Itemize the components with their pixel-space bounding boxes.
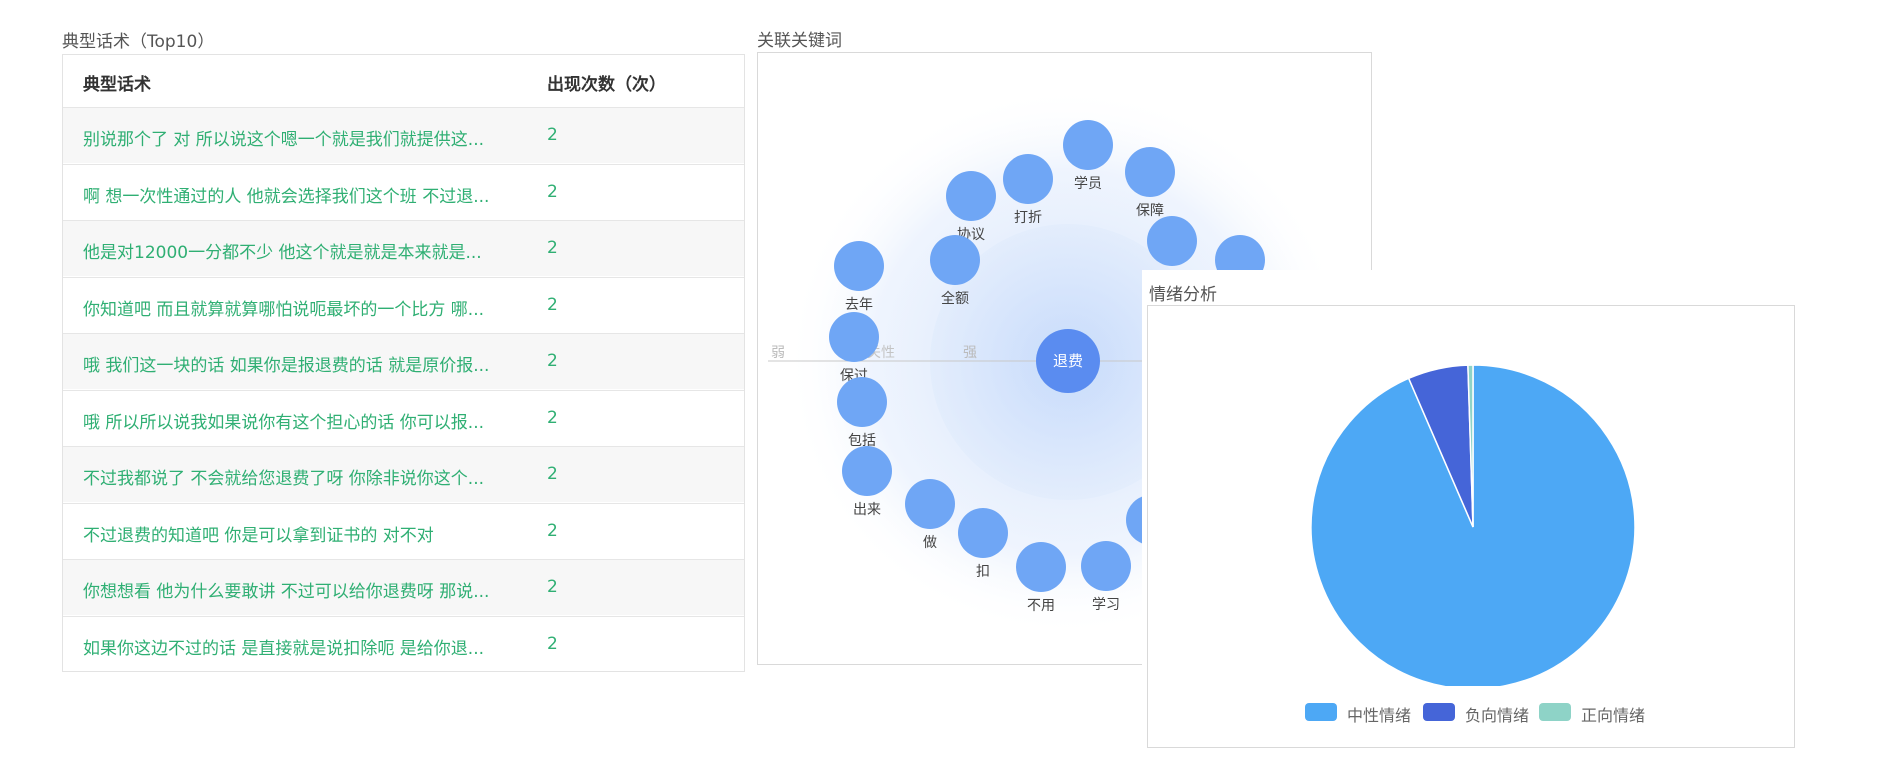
header-phrase: 典型话术 — [83, 75, 151, 95]
count-cell: 2 — [547, 294, 558, 315]
phrase-cell[interactable]: 你知道吧 而且就算就算哪怕说呃最坏的一个比方 哪... — [83, 299, 485, 320]
axis-strong-label: 强 — [963, 345, 977, 361]
table-header: 典型话术 出现次数（次） — [63, 55, 744, 107]
keyword-0-label: 学员 — [1074, 176, 1102, 192]
legend-label: 正向情绪 — [1581, 706, 1646, 725]
legend-item[interactable]: 正向情绪 — [1539, 701, 1649, 725]
table-row[interactable]: 你知道吧 而且就算就算哪怕说呃最坏的一个比方 哪... 2 — [63, 276, 744, 333]
keyword-inner-0[interactable]: 全额 — [930, 235, 980, 307]
keyword-2-bubble[interactable] — [1003, 154, 1053, 204]
keyword-center-bubble[interactable] — [1036, 329, 1100, 393]
keyword-7[interactable]: 出来 — [842, 446, 892, 518]
keyword-8[interactable]: 做 — [905, 479, 955, 551]
phrase-cell[interactable]: 不过我都说了 不会就给您退费了呀 你除非说你这个... — [83, 469, 485, 489]
count-cell: 2 — [547, 238, 558, 258]
count-cell: 2 — [547, 464, 558, 484]
phrase-cell[interactable]: 你想想看 他为什么要敢讲 不过可以给你退费呀 那说... — [83, 582, 490, 602]
table-row[interactable]: 哦 我们这一块的话 如果你是报退费的话 就是原价报... 2 — [63, 333, 744, 389]
phrase-cell[interactable]: 哦 所以所以说我如果说你有这个担心的话 你可以报... — [83, 412, 485, 433]
pie-legend: 中性情绪 负向情绪 正向情绪 — [1148, 701, 1794, 725]
table-section-title: 典型话术（Top10） — [62, 32, 215, 52]
legend-label: 中性情绪 — [1347, 706, 1412, 725]
emotion-section-title: 情绪分析 — [1149, 285, 1217, 305]
phrase-cell[interactable]: 哦 我们这一块的话 如果你是报退费的话 就是原价报... — [83, 356, 490, 376]
table-row[interactable]: 不过我都说了 不会就给您退费了呀 你除非说你这个... 2 — [63, 446, 744, 502]
keyword-hidden-0[interactable] — [1147, 216, 1197, 266]
keyword-1[interactable]: 保障 — [1125, 147, 1175, 219]
table-row[interactable]: 哦 所以所以说我如果说你有这个担心的话 你可以报... 2 — [63, 389, 744, 446]
keyword-1-label: 保障 — [1136, 203, 1164, 219]
phrase-cell[interactable]: 别说那个了 对 所以说这个嗯一个就是我们就提供这... — [83, 130, 485, 150]
pie-slice-2[interactable] — [1467, 364, 1474, 528]
keyword-4[interactable]: 去年 — [834, 241, 884, 313]
keyword-hidden-0-bubble[interactable] — [1147, 216, 1197, 266]
table-row[interactable]: 他是对12000一分都不少 他这个就是就是本来就是... 2 — [63, 220, 744, 276]
table-row[interactable]: 如果你这边不过的话 是直接就是说扣除呃 是给你退... 2 — [63, 615, 744, 672]
legend-swatch — [1423, 703, 1455, 721]
keyword-8-bubble[interactable] — [905, 479, 955, 529]
keyword-7-label: 出来 — [853, 502, 881, 518]
legend-swatch — [1305, 703, 1337, 721]
keyword-bubble-chart: 弱 相关性 强 学员保障打折协议去年保过包括出来做扣不用学习全额退费 — [768, 86, 1358, 638]
keyword-11[interactable]: 学习 — [1081, 541, 1131, 613]
legend-item[interactable]: 负向情绪 — [1423, 701, 1533, 725]
table-row[interactable]: 啊 想一次性通过的人 他就会选择我们这个班 不过退... 2 — [63, 163, 744, 220]
keyword-6-label: 包括 — [848, 433, 876, 449]
keyword-0-bubble[interactable] — [1063, 120, 1113, 170]
phrase-cell[interactable]: 啊 想一次性通过的人 他就会选择我们这个班 不过退... — [83, 186, 490, 207]
axis-weak-label: 弱 — [771, 345, 785, 361]
typical-phrases-table: 典型话术 出现次数（次） 别说那个了 对 所以说这个嗯一个就是我们就提供这...… — [62, 54, 745, 672]
keyword-9-label: 扣 — [976, 564, 990, 580]
keyword-6[interactable]: 包括 — [837, 377, 887, 449]
keyword-5-bubble[interactable] — [829, 312, 879, 362]
keyword-center-label: 退费 — [1053, 352, 1083, 370]
keyword-9-bubble[interactable] — [958, 508, 1008, 558]
count-cell: 2 — [547, 351, 558, 371]
keyword-center[interactable]: 退费 — [1036, 329, 1100, 393]
keyword-0[interactable]: 学员 — [1063, 120, 1113, 192]
keyword-8-label: 做 — [923, 535, 937, 551]
count-cell: 2 — [547, 520, 558, 541]
count-cell: 2 — [547, 633, 558, 654]
keyword-3-bubble[interactable] — [946, 171, 996, 221]
keyword-1-bubble[interactable] — [1125, 147, 1175, 197]
count-cell: 2 — [547, 577, 558, 597]
emotion-analysis-panel: 中性情绪 负向情绪 正向情绪 — [1147, 305, 1795, 748]
keyword-10-label: 不用 — [1027, 598, 1055, 614]
legend-item[interactable]: 中性情绪 — [1305, 701, 1415, 725]
keyword-4-label: 去年 — [845, 297, 873, 313]
table-row[interactable]: 不过退费的知道吧 你是可以拿到证书的 对不对 2 — [63, 502, 744, 559]
legend-label: 负向情绪 — [1465, 706, 1530, 725]
keyword-9[interactable]: 扣 — [958, 508, 1008, 580]
keyword-2[interactable]: 打折 — [1003, 154, 1053, 226]
keyword-7-bubble[interactable] — [842, 446, 892, 496]
keyword-10[interactable]: 不用 — [1016, 542, 1066, 614]
keyword-11-label: 学习 — [1092, 597, 1120, 613]
keyword-inner-0-label: 全额 — [941, 290, 969, 307]
phrase-cell[interactable]: 如果你这边不过的话 是直接就是说扣除呃 是给你退... — [83, 638, 485, 659]
legend-swatch — [1539, 703, 1571, 721]
keyword-2-label: 打折 — [1014, 209, 1042, 226]
phrase-cell[interactable]: 他是对12000一分都不少 他这个就是就是本来就是... — [83, 243, 482, 263]
keyword-4-bubble[interactable] — [834, 241, 884, 291]
keyword-10-bubble[interactable] — [1016, 542, 1066, 592]
count-cell: 2 — [547, 181, 558, 202]
emotion-pie-chart — [1310, 364, 1636, 686]
count-cell: 2 — [547, 125, 558, 145]
count-cell: 2 — [547, 407, 558, 428]
keywords-section-title: 关联关键词 — [757, 31, 842, 51]
table-row[interactable]: 别说那个了 对 所以说这个嗯一个就是我们就提供这... 2 — [63, 107, 744, 163]
keyword-6-bubble[interactable] — [837, 377, 887, 427]
keyword-11-bubble[interactable] — [1081, 541, 1131, 591]
phrase-cell[interactable]: 不过退费的知道吧 你是可以拿到证书的 对不对 — [83, 525, 434, 546]
header-count: 出现次数（次） — [547, 75, 666, 95]
keyword-inner-0-bubble[interactable] — [930, 235, 980, 285]
table-row[interactable]: 你想想看 他为什么要敢讲 不过可以给你退费呀 那说... 2 — [63, 559, 744, 615]
